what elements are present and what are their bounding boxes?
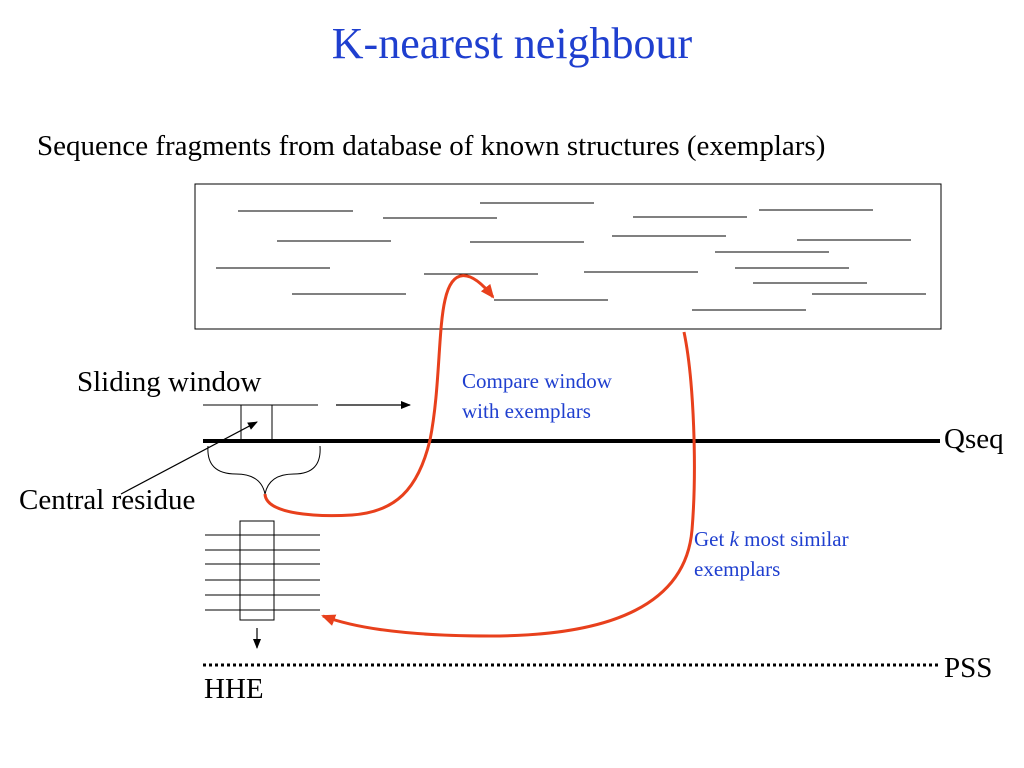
- compare-arrow: [263, 274, 495, 518]
- compare-note-line1: Compare window: [462, 369, 612, 393]
- compare-note-line2: with exemplars: [462, 399, 591, 423]
- prediction-result-label: HHE: [204, 673, 264, 705]
- exemplar-database-box: [194, 183, 942, 330]
- central-residue-label: Central residue: [19, 484, 196, 516]
- slide-title: K-nearest neighbour: [331, 19, 693, 68]
- compare-note: Compare window with exemplars: [462, 366, 612, 426]
- retrieve-arrow: [321, 331, 696, 638]
- central-residue-pointer: [120, 421, 258, 495]
- sliding-window: [203, 404, 318, 442]
- k-exemplar-stack: [205, 520, 320, 621]
- window-brace: [207, 445, 321, 495]
- get-k-variable: k: [729, 527, 739, 551]
- exemplar-fragments: [216, 202, 926, 311]
- get-k-prefix: Get: [694, 527, 730, 551]
- get-k-note-line1: Get k most similar: [694, 524, 849, 554]
- query-sequence-label: Qseq: [944, 423, 1004, 455]
- get-k-suffix: most similar: [738, 527, 849, 551]
- predicted-structure-label: PSS: [944, 652, 993, 684]
- get-k-note-line2: exemplars: [694, 557, 781, 581]
- get-k-note: Get k most similar exemplars: [694, 524, 849, 584]
- sliding-window-label: Sliding window: [77, 366, 262, 398]
- database-caption: Sequence fragments from database of know…: [37, 130, 826, 162]
